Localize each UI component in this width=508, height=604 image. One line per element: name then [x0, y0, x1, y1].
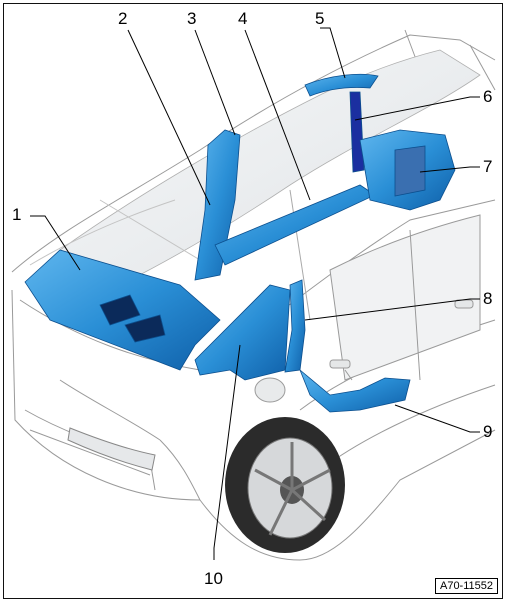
c-pillar-lower	[194, 284, 291, 381]
diagram-frame	[3, 3, 503, 599]
reference-code-label: A70-11552	[434, 578, 498, 594]
callout-2: 2	[118, 9, 128, 28]
callout-7: 7	[483, 157, 493, 176]
b-pillar-upper	[349, 91, 365, 173]
callout-4: 4	[238, 9, 248, 28]
pillar-trim-left	[194, 129, 241, 281]
callout-9: 9	[483, 422, 493, 441]
callout-3: 3	[187, 9, 197, 28]
rear-wheel	[225, 417, 345, 553]
door-sill-trim	[299, 369, 411, 413]
callout-5: 5	[315, 9, 325, 28]
roof-trim	[304, 73, 379, 97]
tail-light	[67, 427, 156, 471]
callout-10: 10	[204, 569, 223, 588]
leader-lines	[30, 27, 480, 560]
callout-8: 8	[483, 289, 493, 308]
side-doors	[254, 214, 481, 403]
callout-6: 6	[483, 87, 493, 106]
trim-parts	[24, 73, 456, 413]
callout-1: 1	[12, 205, 22, 224]
